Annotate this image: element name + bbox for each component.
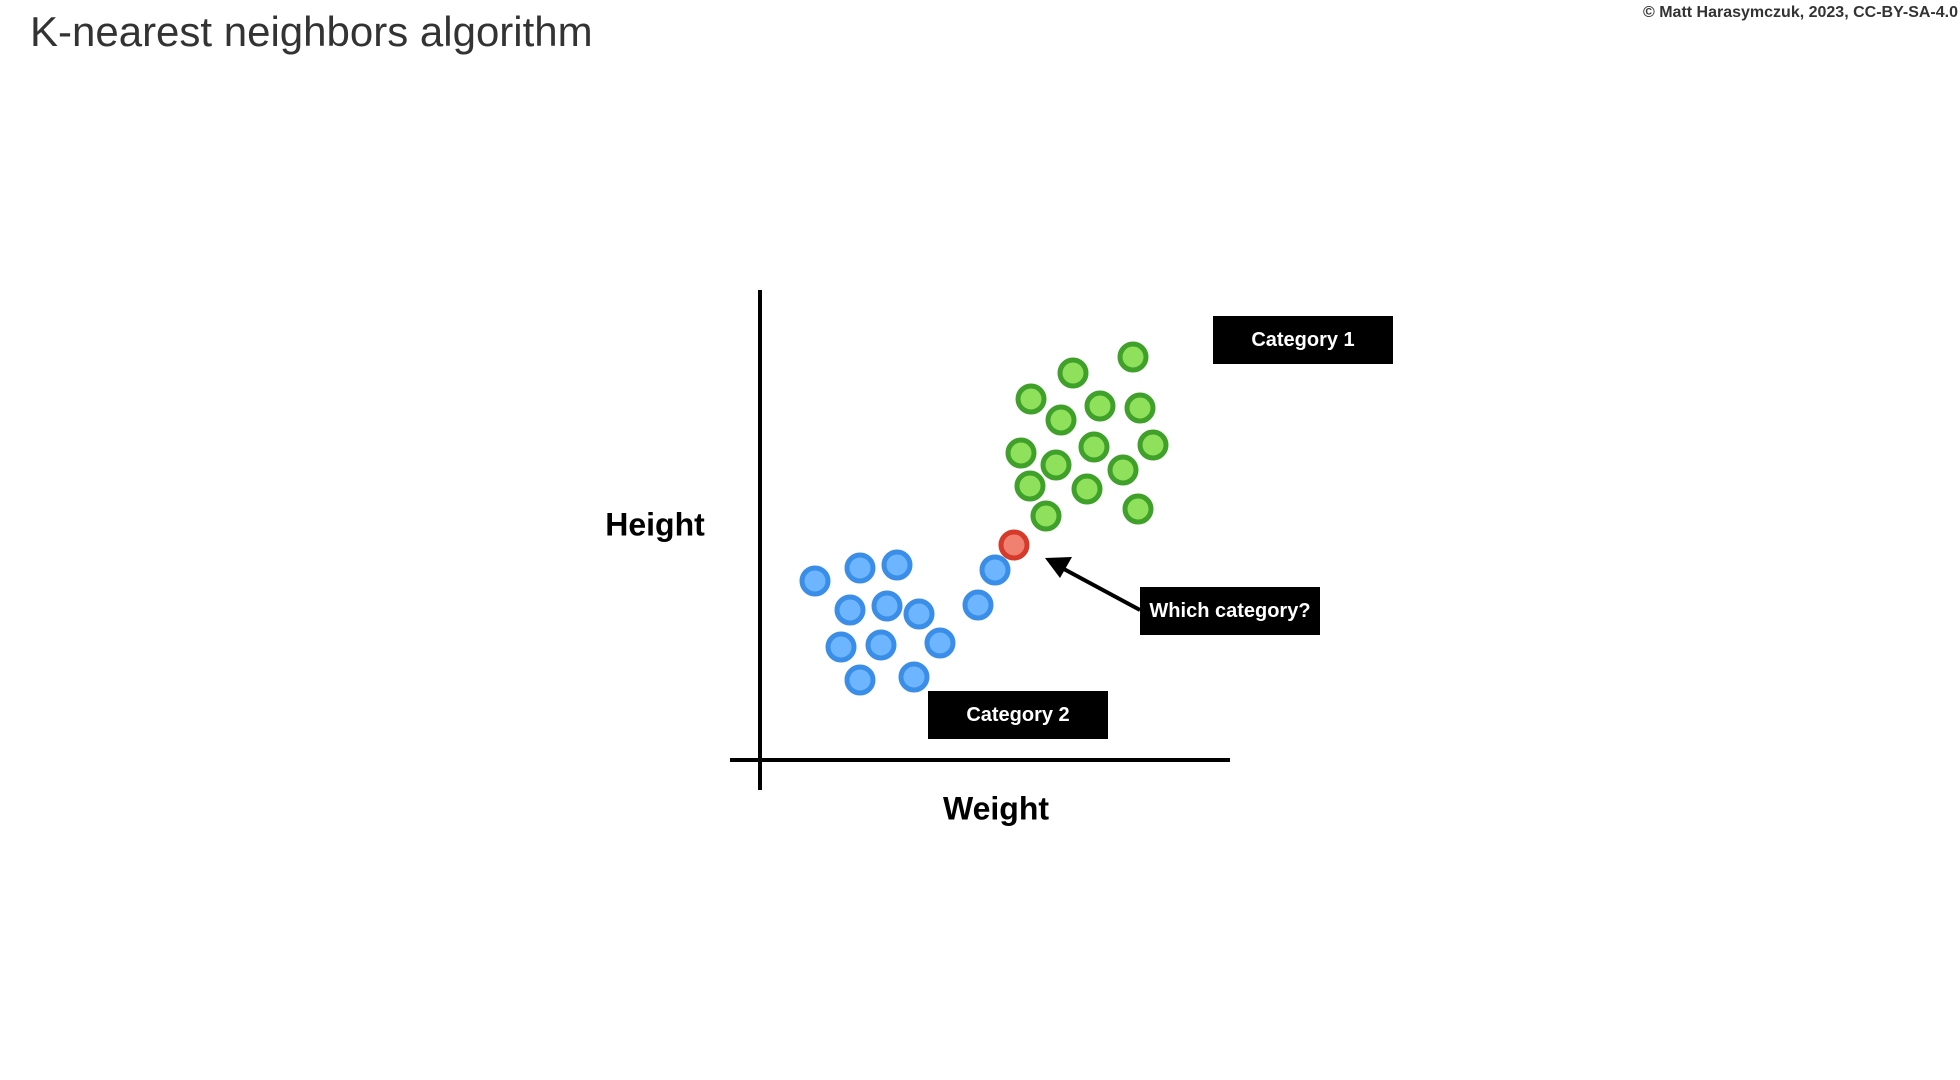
category-1-point bbox=[1122, 493, 1154, 525]
page-title: K-nearest neighbors algorithm bbox=[30, 8, 593, 55]
category-2-point bbox=[881, 549, 913, 581]
category-2-point bbox=[825, 631, 857, 663]
x-axis-label: Weight bbox=[942, 790, 1050, 827]
category-1-point bbox=[1057, 357, 1089, 389]
query-category-label: Which category? bbox=[1140, 587, 1320, 635]
query-point bbox=[998, 529, 1030, 561]
category-1-label: Category 1 bbox=[1213, 316, 1393, 364]
category-2-label: Category 2 bbox=[928, 691, 1108, 739]
category-2-point bbox=[924, 627, 956, 659]
category-2-point bbox=[844, 552, 876, 584]
category-1-point bbox=[1078, 431, 1110, 463]
category-2-point bbox=[799, 565, 831, 597]
y-axis-label: Height bbox=[605, 506, 705, 543]
category-1-point bbox=[1124, 392, 1156, 424]
category-2-point bbox=[898, 661, 930, 693]
category-1-point bbox=[1005, 437, 1037, 469]
category-1-point bbox=[1014, 470, 1046, 502]
category-2-point bbox=[834, 594, 866, 626]
category-1-point bbox=[1107, 454, 1139, 486]
query-arrow-head bbox=[1045, 557, 1072, 578]
category-1-point bbox=[1084, 390, 1116, 422]
category-1-point bbox=[1030, 500, 1062, 532]
category-1-point bbox=[1117, 341, 1149, 373]
category-2-point bbox=[844, 664, 876, 696]
copyright-credit: © Matt Harasymczuk, 2023, CC-BY-SA-4.0 bbox=[1642, 4, 1958, 21]
category-1-point bbox=[1137, 429, 1169, 461]
category-2-point bbox=[871, 590, 903, 622]
category-1-point bbox=[1040, 449, 1072, 481]
category-2-point bbox=[979, 554, 1011, 586]
category-2-point bbox=[903, 598, 935, 630]
category-2-point bbox=[962, 589, 994, 621]
category-2-point bbox=[865, 629, 897, 661]
points-layer bbox=[799, 341, 1169, 696]
category-1-point bbox=[1015, 383, 1047, 415]
category-1-point bbox=[1045, 404, 1077, 436]
query-arrow-shaft bbox=[1061, 566, 1141, 612]
category-1-point bbox=[1071, 473, 1103, 505]
